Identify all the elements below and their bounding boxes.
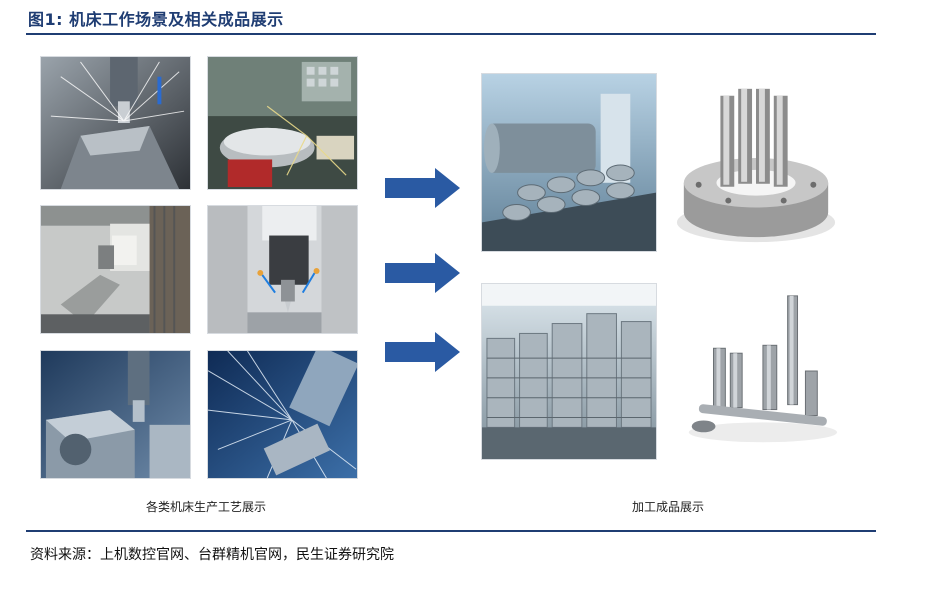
product-photo-3 bbox=[481, 283, 657, 460]
machining-photo-4 bbox=[207, 205, 358, 334]
arrow-right-icon bbox=[385, 332, 460, 372]
bottom-divider bbox=[26, 530, 876, 532]
machining-photo-6 bbox=[207, 350, 358, 479]
product-photo-1 bbox=[481, 73, 657, 252]
left-panel-caption: 各类机床生产工艺展示 bbox=[146, 500, 267, 514]
source-note: 资料来源：上机数控官网、台群精机官网，民生证券研究院 bbox=[30, 547, 394, 563]
top-divider bbox=[26, 33, 876, 35]
right-panel-caption: 加工成品展示 bbox=[632, 500, 705, 514]
figure-title: 图1: 机床工作场景及相关成品展示 bbox=[28, 10, 284, 29]
machining-photo-1 bbox=[40, 56, 191, 190]
machining-photo-2 bbox=[207, 56, 358, 190]
product-photo-2 bbox=[668, 73, 844, 252]
arrow-right-icon bbox=[385, 253, 460, 293]
machining-photo-3 bbox=[40, 205, 191, 334]
arrow-right-icon bbox=[385, 168, 460, 208]
product-photo-4 bbox=[668, 283, 844, 460]
machining-photo-5 bbox=[40, 350, 191, 479]
